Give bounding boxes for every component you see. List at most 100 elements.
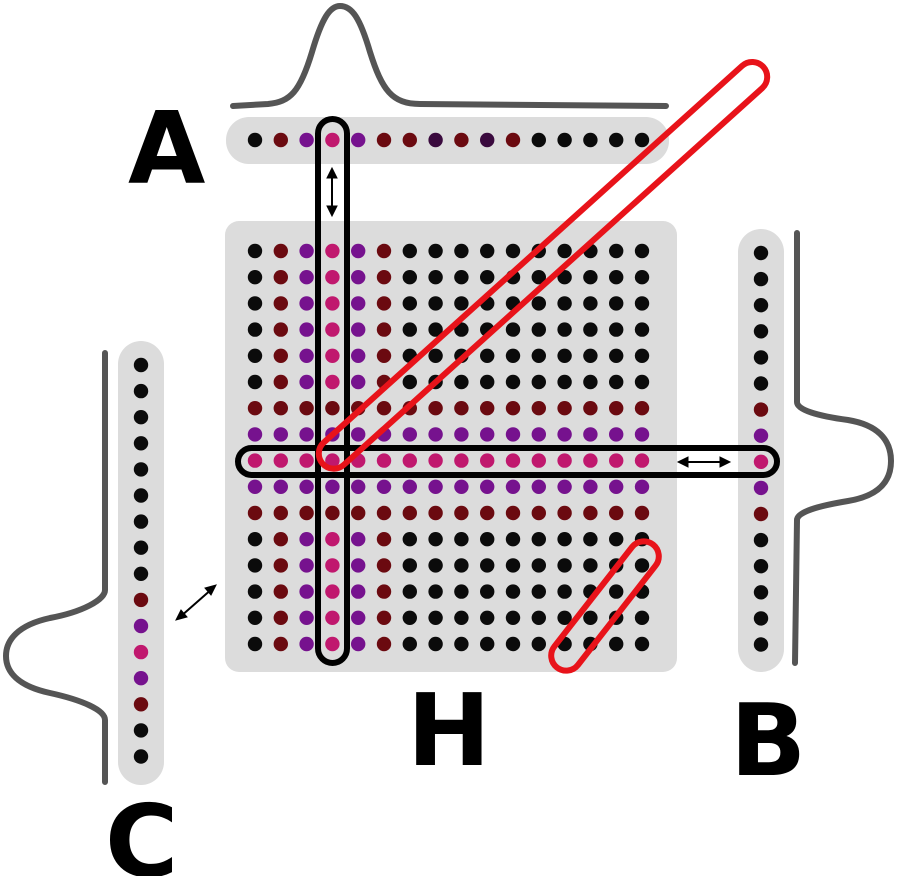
matrix-h-dot [454,427,469,442]
matrix-h-dot [505,243,521,259]
matrix-h-dot [609,479,624,494]
vector-c-dot [133,749,149,764]
matrix-h-dot [531,296,546,311]
matrix-h-dot [376,296,392,311]
matrix-h-dot [299,532,314,547]
matrix-h-dot [454,453,469,468]
matrix-h-dot [351,558,366,573]
matrix-h-dot [557,322,572,337]
matrix-h-dot [299,374,314,390]
matrix-h-dot [325,401,340,416]
matrix-h-dot [299,427,314,442]
matrix-h-dot [428,427,443,442]
matrix-h-dot [505,479,521,494]
matrix-h-dot [480,348,495,363]
vector-b-dot [753,585,769,600]
matrix-h-dot [557,505,572,521]
matrix-h-dot [273,479,288,494]
matrix-h-dot [480,243,495,259]
matrix-h-dot [480,270,495,285]
vector-a-dot [583,132,598,148]
matrix-h-dot [480,401,495,416]
matrix-h-dot [402,584,417,599]
matrix-h-dot [299,296,314,311]
vector-a-dot [247,132,263,148]
distribution-curve-c [2,350,108,785]
matrix-h-dot [505,610,521,625]
matrix-h-dot [325,374,340,390]
matrix-h-dot [273,322,288,337]
matrix-h-dot [428,505,443,521]
matrix-h-dot [376,558,392,573]
vector-b-dots [753,245,769,652]
matrix-h-dot [325,505,340,521]
matrix-h-dot [583,479,598,494]
vector-b-dot [753,637,769,652]
matrix-h-dot [454,296,469,311]
matrix-h-dot [583,401,598,416]
matrix-h-dot [634,610,650,625]
vector-a-dot [325,132,340,148]
matrix-h-dot [247,348,263,363]
matrix-h-dot [531,270,546,285]
matrix-h-dot [273,374,288,390]
matrix-h-dot [273,532,288,547]
matrix-h-dot [505,558,521,573]
matrix-h-dot [609,636,624,652]
row-highlight [235,445,780,478]
matrix-h-dot [634,322,650,337]
matrix-h-dot [325,243,340,259]
matrix-h-dot [247,296,263,311]
vector-a-dot [531,132,546,148]
matrix-h-dot [325,610,340,625]
matrix-h-dot [376,636,392,652]
matrix-h-dot [634,636,650,652]
matrix-h-dot [505,584,521,599]
vector-c-dot [133,566,149,581]
matrix-h-dot [402,532,417,547]
matrix-h-dot [634,348,650,363]
vector-a-dot [557,132,572,148]
vector-a-dot [480,132,495,148]
matrix-h-dot [454,270,469,285]
matrix-h-dot [480,427,495,442]
matrix-h-dot [428,479,443,494]
vector-c-dots [133,357,149,764]
matrix-h-dot [402,558,417,573]
matrix-h-dot [557,374,572,390]
matrix-h-dot [583,270,598,285]
matrix-h-dot [325,348,340,363]
matrix-h-dot [376,453,392,468]
vector-c-dot [133,618,149,634]
matrix-h-dot [428,558,443,573]
matrix-h-dot [402,453,417,468]
matrix-h-dot [402,505,417,521]
matrix-h-dot [402,270,417,285]
matrix-h-dot [634,479,650,494]
matrix-h-dot [247,374,263,390]
matrix-h-dot [583,374,598,390]
vector-b-dot [753,402,769,417]
matrix-h-dot [428,532,443,547]
matrix-h-dot [531,532,546,547]
matrix-h-dot [351,584,366,599]
matrix-h-dot [325,584,340,599]
vector-b-dot [753,298,769,313]
matrix-h-dot [247,322,263,337]
matrix-h-dot [299,243,314,259]
matrix-h-dot [351,427,366,442]
matrix-h-dot [454,374,469,390]
matrix-h-dot [454,505,469,521]
vector-b-dot [753,376,769,391]
matrix-h-dot [531,610,546,625]
matrix-h-dot [454,479,469,494]
matrix-h-dot [557,270,572,285]
matrix-h-dot [247,401,263,416]
matrix-h-dot [609,453,624,468]
matrix-h-dot [454,532,469,547]
matrix-h-dot [273,348,288,363]
matrix-h-dot [273,270,288,285]
matrix-h-dot [609,401,624,416]
matrix-h-dot [273,505,288,521]
matrix-h-dot [583,610,598,625]
